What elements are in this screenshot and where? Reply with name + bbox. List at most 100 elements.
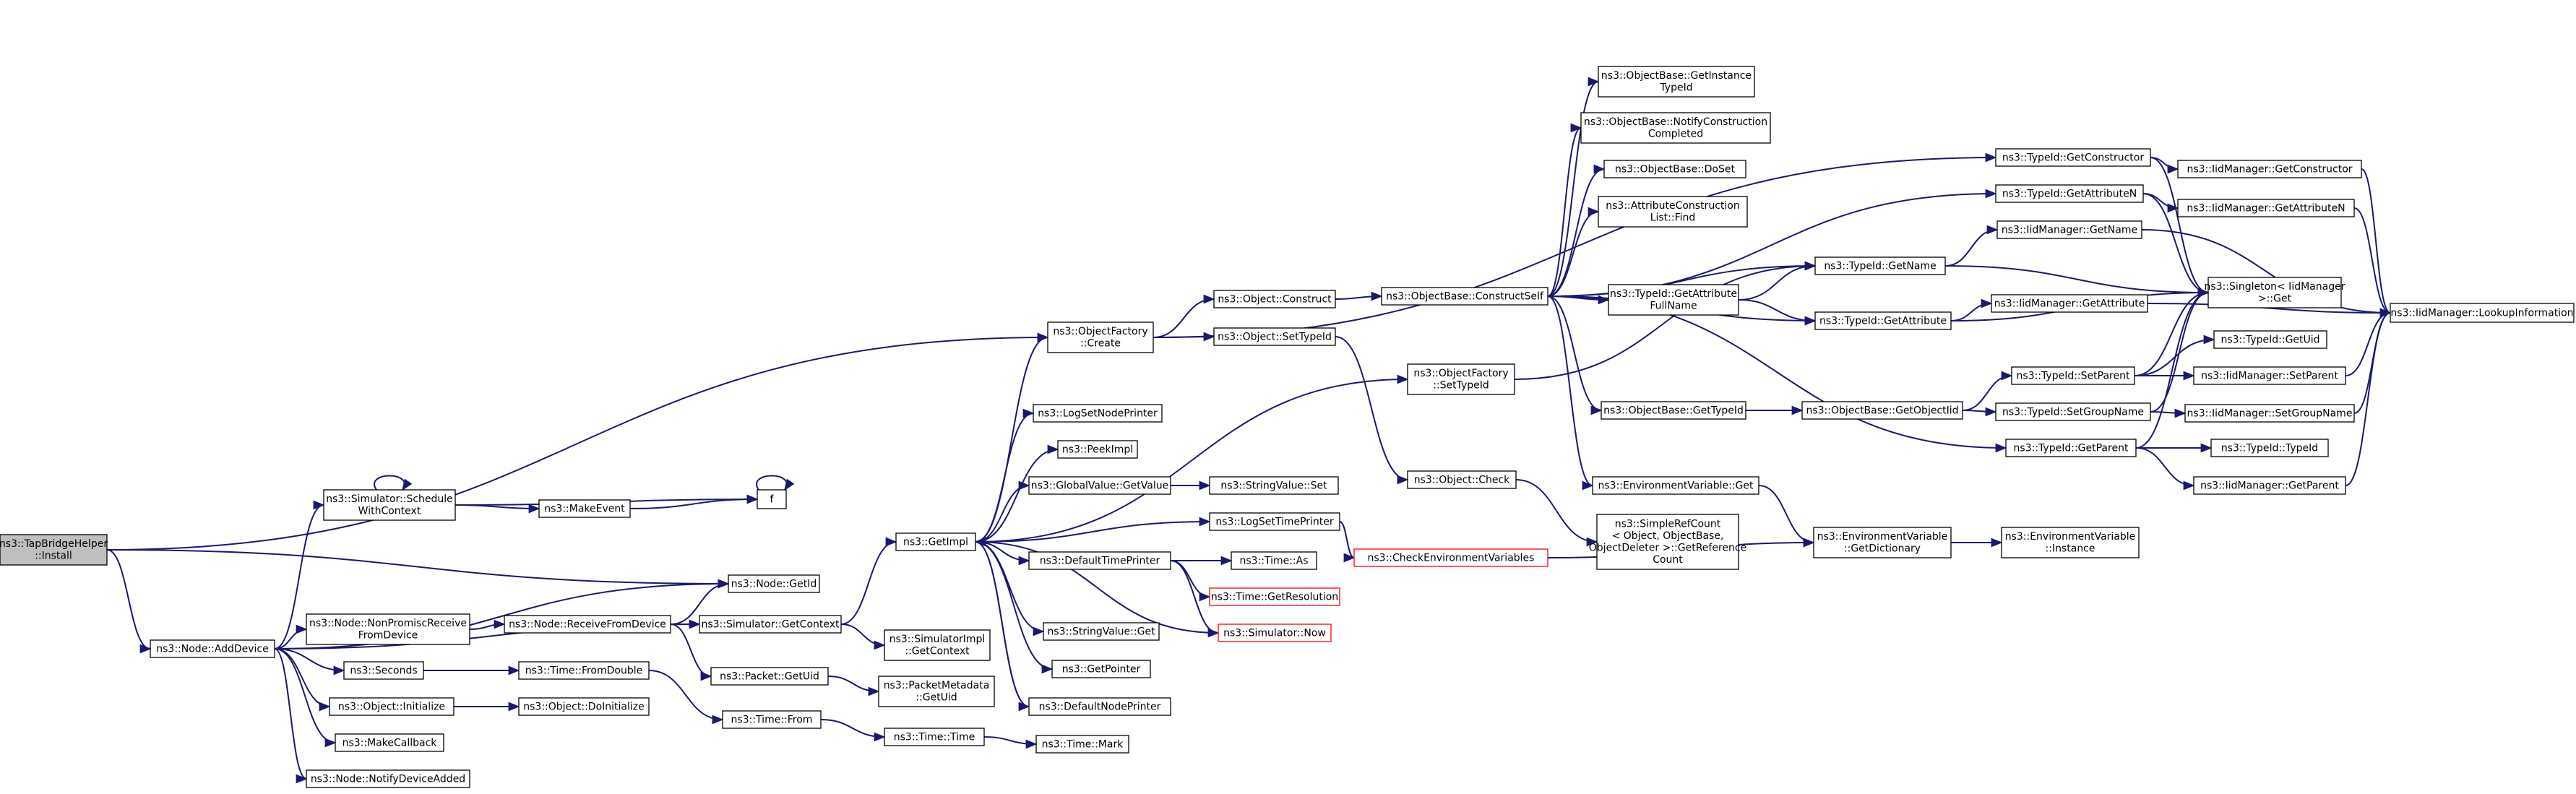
edge-pktuid-to-pmdetuid	[827, 676, 880, 696]
node-box	[895, 532, 976, 551]
node-envinst[interactable]: ns3::EnvironmentVariable::Instance	[2001, 527, 2140, 558]
node-iidgetattr[interactable]: ns3::IidManager::GetAttribute	[1991, 294, 2148, 313]
node-label: ns3::ObjectBase::GetObjectIid	[1806, 405, 1958, 416]
node-adddevice[interactable]: ns3::Node::AddDevice	[150, 639, 275, 658]
node-defnodeprinter[interactable]: ns3::DefaultNodePrinter	[1028, 697, 1171, 716]
node-gvgetvalue[interactable]: ns3::GlobalValue::GetValue	[1028, 476, 1171, 495]
node-objfsettype[interactable]: ns3::ObjectFactory::SetTypeId	[1407, 363, 1515, 395]
node-seconds[interactable]: ns3::Seconds	[343, 661, 424, 680]
node-lookupinfo[interactable]: ns3::IidManager::LookupInformation	[2390, 303, 2575, 323]
node-notifyconst[interactable]: ns3::ObjectBase::NotifyConstructionCompl…	[1580, 112, 1771, 144]
node-simimplctx[interactable]: ns3::SimulatorImpl::GetContext	[884, 629, 991, 661]
node-box	[1814, 311, 1952, 330]
node-label: ns3::IidManager::GetName	[2002, 224, 2137, 236]
node-doinit[interactable]: ns3::Object::DoInitialize	[518, 697, 650, 716]
node-strset[interactable]: ns3::StringValue::Set	[1209, 476, 1339, 495]
edge-iidgetparent-to-lookupinfo	[2345, 308, 2392, 486]
node-f[interactable]: f	[757, 489, 787, 509]
node-objfcreate[interactable]: ns3::ObjectFactory::Create	[1047, 322, 1154, 353]
node-timemark[interactable]: ns3::Time::Mark	[1035, 735, 1129, 754]
node-simgetctx[interactable]: ns3::Simulator::GetContext	[699, 615, 842, 634]
node-objcheck[interactable]: ns3::Object::Check	[1407, 470, 1517, 489]
node-getimpl[interactable]: ns3::GetImpl	[895, 532, 976, 551]
node-simnow[interactable]: ns3::Simulator::Now	[1218, 623, 1332, 642]
node-box	[710, 667, 829, 686]
node-box	[1995, 402, 2151, 421]
node-pktuid[interactable]: ns3::Packet::GetUid	[710, 667, 829, 686]
node-typegetctor[interactable]: ns3::TypeId::GetConstructor	[1995, 148, 2151, 167]
node-logsetnode[interactable]: ns3::LogSetNodePrinter	[1033, 404, 1163, 423]
node-box	[1814, 256, 1946, 275]
node-refcount[interactable]: ns3::SimpleRefCount< Object, ObjectBase,…	[1589, 514, 1746, 570]
edge-schedctx-to-schedctx	[374, 475, 413, 491]
edge-getobjectiid-to-typesetparent	[1962, 371, 2013, 411]
node-defprinter[interactable]: ns3::DefaultTimePrinter	[1028, 551, 1171, 570]
node-typesetgroup[interactable]: ns3::TypeId::SetGroupName	[1995, 402, 2151, 421]
node-objsettype[interactable]: ns3::Object::SetTypeId	[1213, 327, 1336, 346]
edge-adddevice-to-getid	[274, 579, 730, 650]
node-objinit[interactable]: ns3::Object::Initialize	[329, 697, 455, 716]
node-box	[2177, 160, 2362, 178]
node-box	[2207, 277, 2342, 308]
node-typegetuid[interactable]: ns3::TypeId::GetUid	[2213, 330, 2327, 349]
node-timeas[interactable]: ns3::Time::As	[1231, 551, 1317, 570]
node-notifyadded[interactable]: ns3::Node::NotifyDeviceAdded	[306, 769, 470, 788]
node-label: FromDevice	[358, 630, 418, 642]
node-getobjectiid[interactable]: ns3::ObjectBase::GetObjectIid	[1801, 401, 1963, 420]
node-iidgetattrn[interactable]: ns3::IidManager::GetAttributeN	[2177, 199, 2355, 217]
node-obgettype[interactable]: ns3::ObjectBase::GetTypeId	[1601, 401, 1746, 420]
node-timefrom[interactable]: ns3::Time::From	[722, 710, 822, 729]
node-typegetname[interactable]: ns3::TypeId::GetName	[1814, 256, 1946, 275]
node-strget[interactable]: ns3::StringValue::Get	[1043, 622, 1160, 641]
node-label: ns3::Time::GetResolution	[1211, 591, 1338, 603]
node-box	[1213, 327, 1336, 346]
node-makecb[interactable]: ns3::MakeCallback	[335, 733, 444, 752]
node-typetypeid[interactable]: ns3::TypeId::TypeId	[2210, 439, 2329, 457]
node-box	[884, 629, 991, 661]
node-getres[interactable]: ns3::Time::GetResolution	[1209, 587, 1340, 606]
node-doset[interactable]: ns3::ObjectBase::DoSet	[1603, 160, 1746, 178]
node-tapbridge[interactable]: ns3::TapBridgeHelper::Install	[0, 534, 108, 566]
node-label: >::Get	[2258, 293, 2292, 305]
edge-constructself-to-notifyconst	[1547, 123, 1582, 297]
node-getid[interactable]: ns3::Node::GetId	[728, 574, 820, 593]
node-singleton[interactable]: ns3::Singleton< IidManager>::Get	[2205, 277, 2345, 308]
node-box	[1213, 290, 1336, 308]
node-box	[1608, 284, 1739, 316]
node-iidgetname[interactable]: ns3::IidManager::GetName	[1996, 220, 2142, 239]
node-box	[1995, 148, 2151, 167]
node-constructself[interactable]: ns3::ObjectBase::ConstructSelf	[1381, 287, 1548, 306]
node-typegetattrn[interactable]: ns3::TypeId::GetAttributeN	[1995, 184, 2144, 203]
node-box	[1033, 404, 1163, 423]
node-pmdetuid[interactable]: ns3::PacketMetadata::GetUid	[878, 676, 995, 707]
node-recvfromdev[interactable]: ns3::Node::ReceiveFromDevice	[504, 615, 671, 634]
node-peekimpl[interactable]: ns3::PeekImpl	[1057, 440, 1138, 459]
edge-recvfromdev-to-getid	[670, 579, 730, 625]
node-envgetdict[interactable]: ns3::EnvironmentVariable::GetDictionary	[1813, 527, 1952, 558]
node-iidgetparent[interactable]: ns3::IidManager::GetParent	[2193, 476, 2346, 495]
node-objconstruct[interactable]: ns3::Object::Construct	[1213, 290, 1336, 308]
node-iidsetparent[interactable]: ns3::IidManager::SetParent	[2193, 366, 2346, 385]
node-typesetparent[interactable]: ns3::TypeId::SetParent	[2011, 366, 2135, 385]
node-typegetparent[interactable]: ns3::TypeId::GetParent	[2005, 439, 2137, 457]
node-timetime[interactable]: ns3::Time::Time	[884, 728, 985, 746]
edge-typegetattr-to-iidgetattr	[1950, 298, 1993, 322]
edge-getimpl-to-objfsettype	[975, 374, 1409, 543]
node-logsettime[interactable]: ns3::LogSetTimePrinter	[1209, 512, 1340, 531]
node-typegetattr[interactable]: ns3::TypeId::GetAttribute	[1814, 311, 1952, 330]
node-fromdouble[interactable]: ns3::Time::FromDouble	[518, 661, 650, 680]
node-getpointer[interactable]: ns3::GetPointer	[1051, 660, 1151, 678]
node-envget[interactable]: ns3::EnvironmentVariable::Get	[1592, 476, 1759, 495]
node-iidsetgroup[interactable]: ns3::IidManager::SetGroupName	[2184, 404, 2355, 423]
edge-objcheck-to-refcount	[1515, 479, 1598, 547]
edge-timefrom-to-timetime	[820, 719, 886, 742]
node-iidgetctor[interactable]: ns3::IidManager::GetConstructor	[2177, 160, 2362, 178]
node-checkenv[interactable]: ns3::CheckEnvironmentVariables	[1353, 548, 1548, 567]
node-makeevent[interactable]: ns3::MakeEvent	[538, 499, 631, 518]
node-label: WithContext	[358, 506, 421, 517]
